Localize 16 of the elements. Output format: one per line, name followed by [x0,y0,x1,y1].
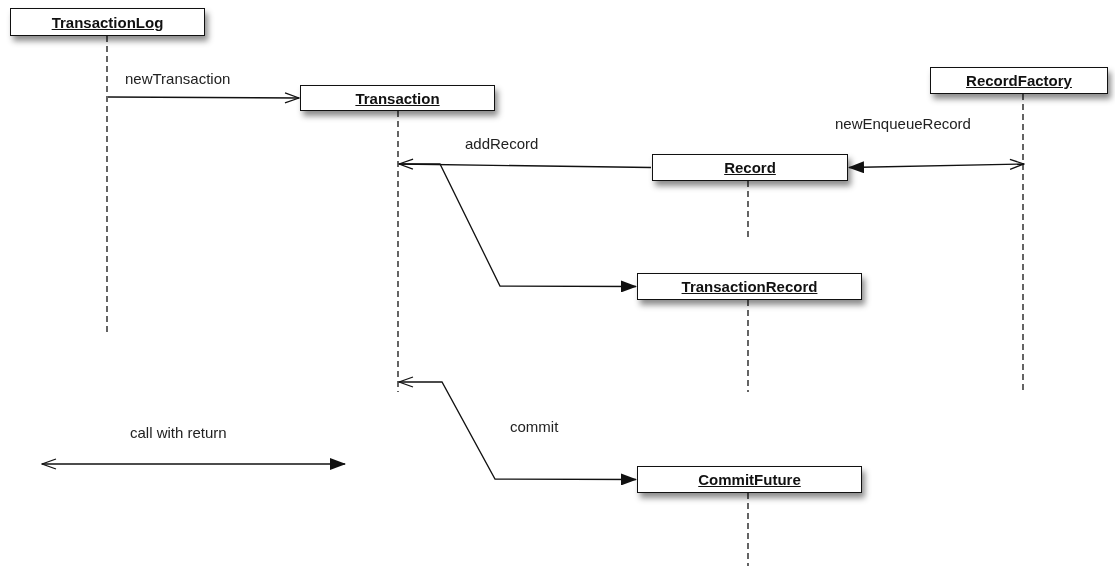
message-arrow [848,158,1025,174]
message-arrow [398,376,637,486]
object-box: CommitFuture [637,466,862,493]
edge-label: addRecord [465,135,539,153]
message-arrow [398,158,652,170]
message-arrow [107,92,300,104]
edge-label: newTransaction [125,70,231,88]
edge-label: newEnqueueRecord [835,115,971,133]
object-box: TransactionRecord [637,273,862,300]
object-box: Transaction [300,85,495,111]
object-box: Record [652,154,848,181]
object-box: TransactionLog [10,8,205,36]
message-arrow [398,163,637,293]
object-box: RecordFactory [930,67,1108,94]
legend-label: call with return [130,424,227,442]
edge-label: commit [510,418,559,436]
